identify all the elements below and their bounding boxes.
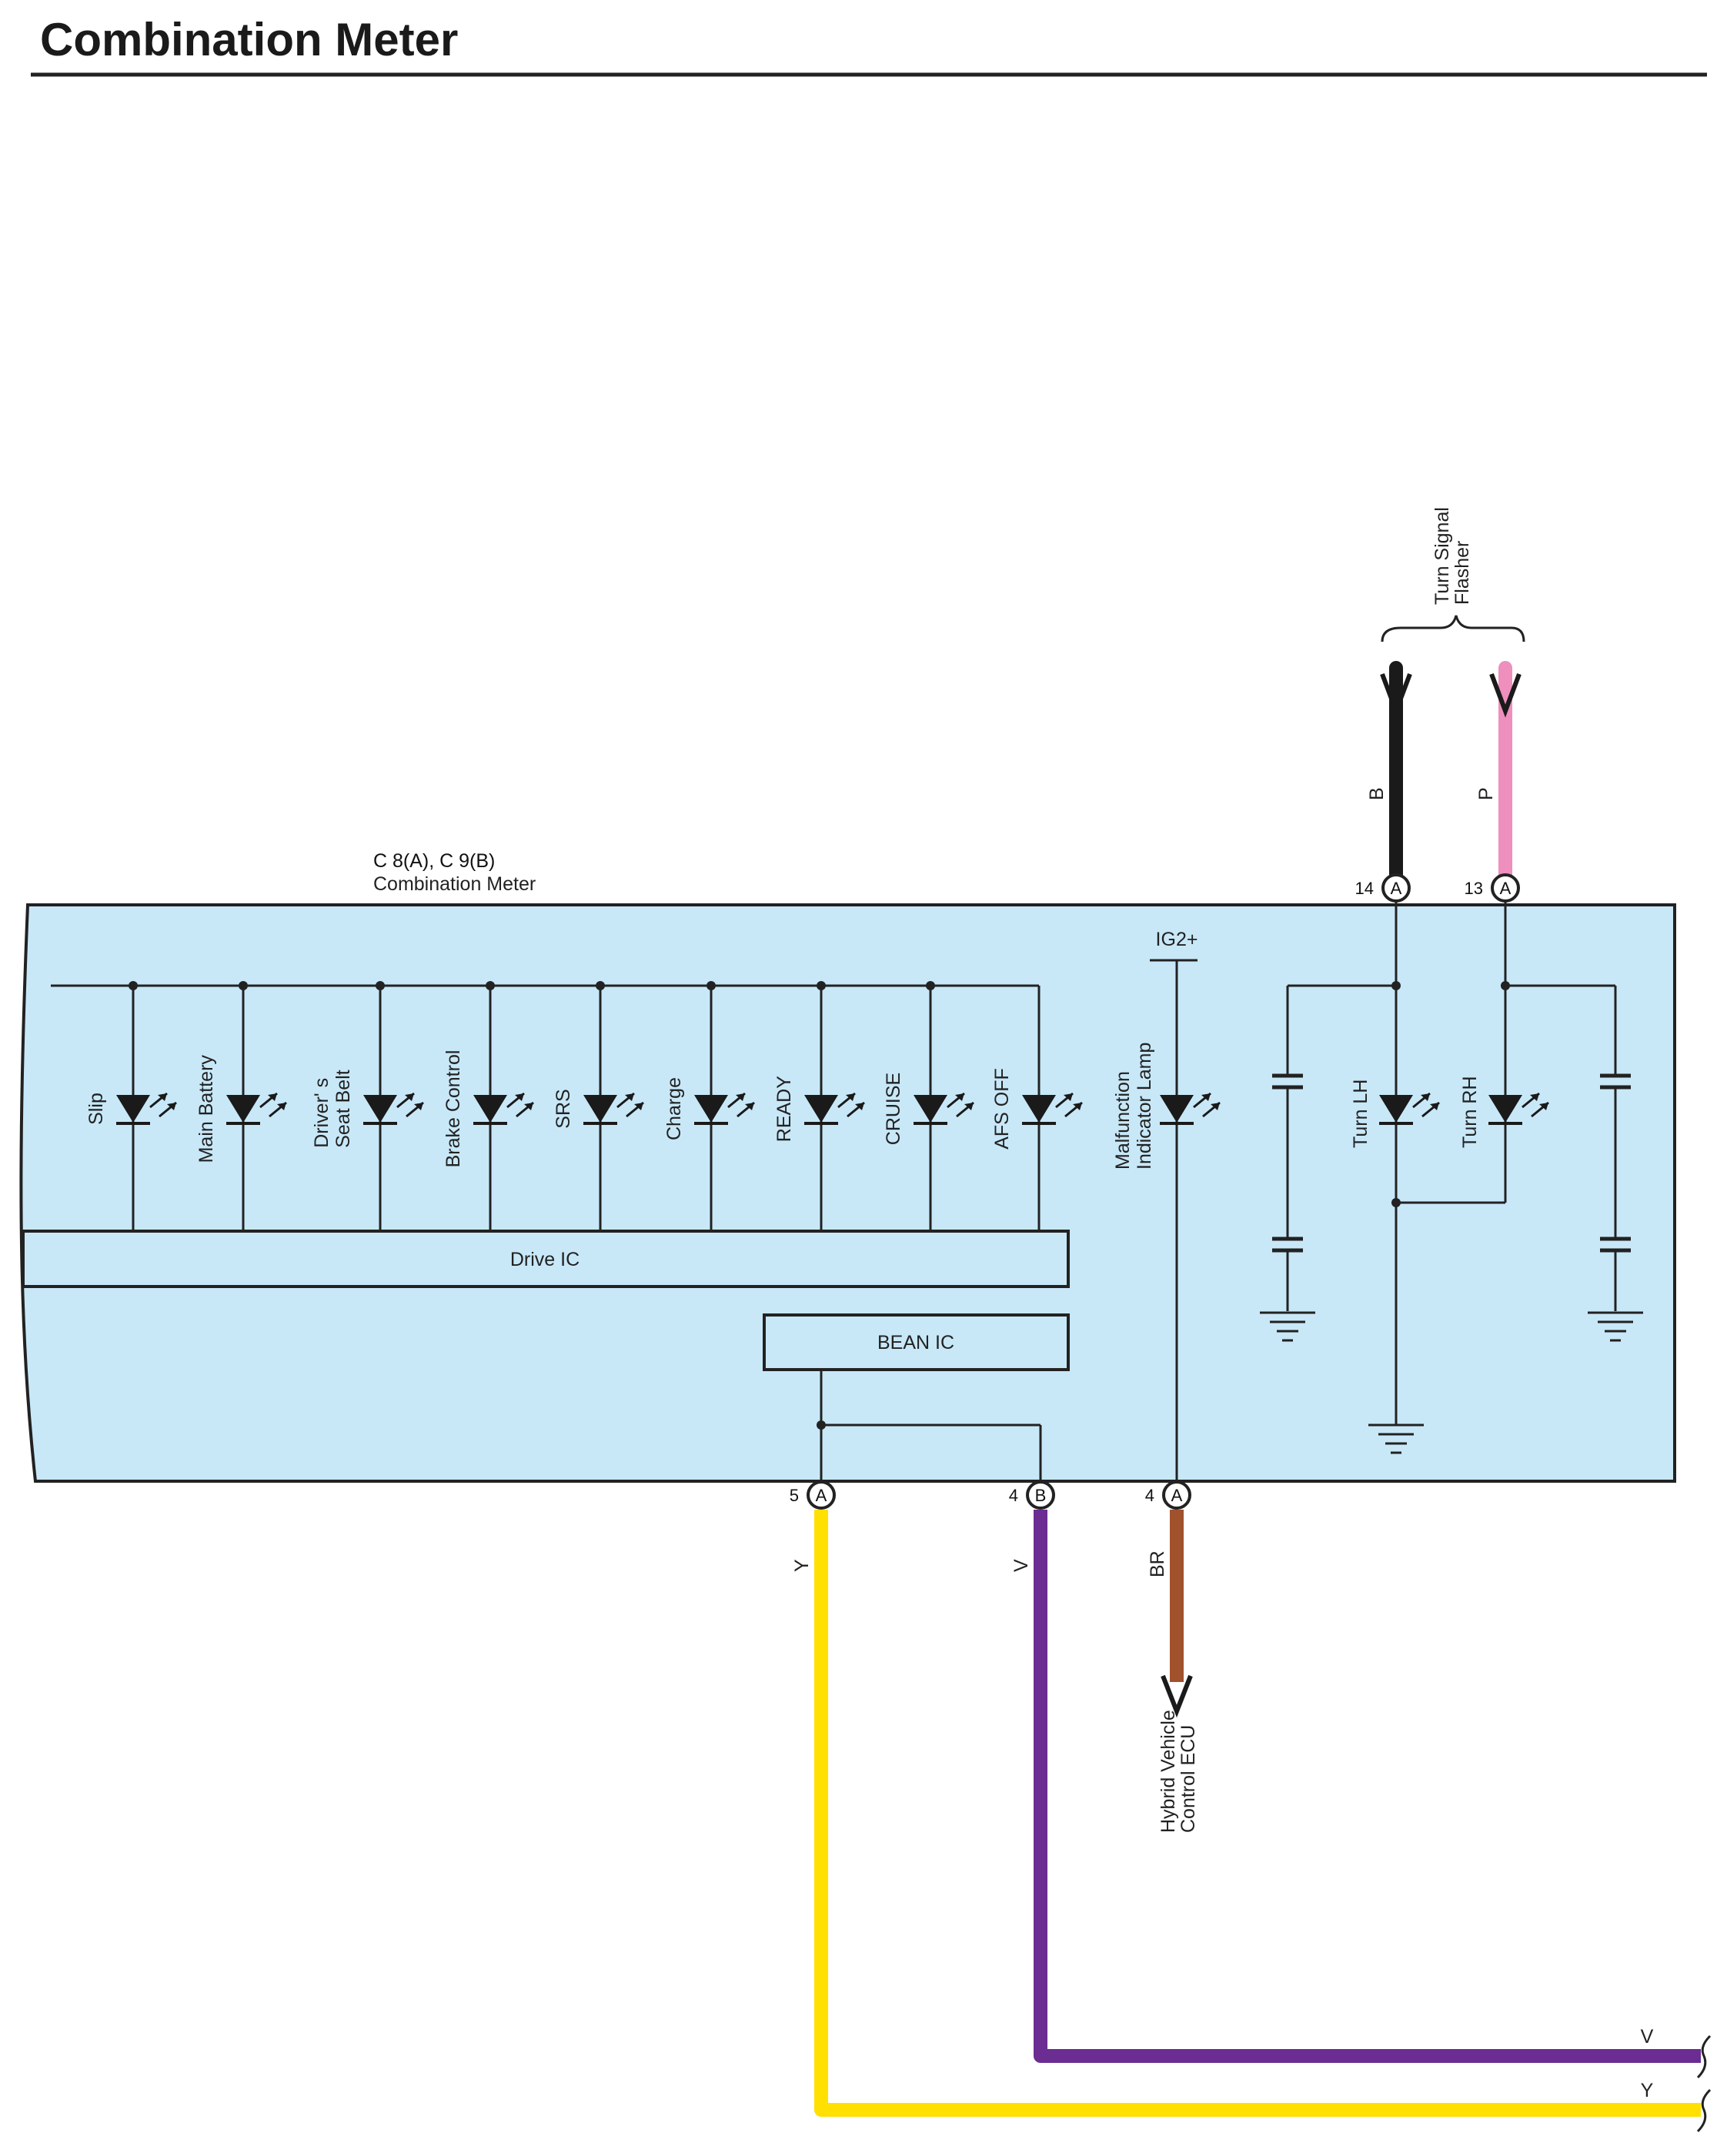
wire-v-label: V xyxy=(1010,1559,1032,1572)
svg-text:A: A xyxy=(1391,879,1402,898)
ecu-label-line2: Control ECU xyxy=(1178,1725,1199,1833)
wire-y-label: Y xyxy=(791,1559,813,1572)
lamp-label: READY xyxy=(773,1076,795,1142)
pin-5-a: A 5 xyxy=(790,1480,836,1510)
led-icon xyxy=(116,1092,177,1125)
lamp-label: Main Battery xyxy=(195,1055,217,1163)
led-icon xyxy=(1160,1092,1221,1125)
lamp-label: CRUISE xyxy=(883,1073,904,1145)
svg-text:14: 14 xyxy=(1355,879,1374,898)
led-icon xyxy=(1379,1092,1440,1125)
wire-br-label: BR xyxy=(1147,1550,1168,1577)
rh-junction-dot xyxy=(1501,981,1510,990)
lh-junction-dot xyxy=(1391,981,1401,990)
ig2-label: IG2+ xyxy=(1156,929,1198,950)
led-icon xyxy=(804,1092,865,1125)
wire-v-purple xyxy=(1034,1510,1701,2063)
led-icon xyxy=(694,1092,755,1125)
lamp-label: Brake Control xyxy=(443,1050,464,1168)
flasher-brace xyxy=(1381,615,1525,642)
flasher-label-line1: Turn Signal xyxy=(1431,507,1453,605)
svg-text:5: 5 xyxy=(790,1486,799,1505)
continuation-y-label: Y xyxy=(1641,2080,1654,2101)
ecu-label-line1: Hybrid Vehicle xyxy=(1157,1710,1179,1833)
led-icon xyxy=(363,1092,424,1125)
continuation-v-label: V xyxy=(1641,2026,1654,2048)
lamp-label: SRS xyxy=(553,1089,574,1128)
wire-b-arrow-icon xyxy=(1380,672,1412,718)
svg-text:A: A xyxy=(1500,879,1512,898)
svg-text:13: 13 xyxy=(1465,879,1483,898)
connector-code: C 8(A), C 9(B) xyxy=(373,850,495,872)
ground-icon xyxy=(1260,1311,1315,1342)
wire-p-arrow-icon xyxy=(1489,672,1522,718)
indicator-lamp-array: Slip Main Battery Driver' sSeat Belt Brake … xyxy=(85,981,1083,1231)
led-icon xyxy=(914,1092,974,1125)
break-mark-v-icon xyxy=(1696,2034,1712,2079)
wire-br-arrow-icon xyxy=(1161,1674,1193,1718)
wire-b-label: B xyxy=(1366,787,1388,800)
wire-y-yellow xyxy=(814,1510,1701,2117)
bus-junction-dot xyxy=(486,981,495,990)
turn-common-dot xyxy=(1391,1198,1401,1207)
lamp-label: AFS OFF xyxy=(991,1068,1013,1150)
svg-text:A: A xyxy=(816,1486,827,1505)
flasher-label-line2: Flasher xyxy=(1451,541,1473,605)
bus-junction-dot xyxy=(596,981,605,990)
bus-junction-dot xyxy=(239,981,248,990)
page-title: Combination Meter xyxy=(40,14,458,65)
lamp-label: Charge xyxy=(663,1077,685,1140)
bean-ic-block xyxy=(763,1313,1070,1371)
svg-text:B: B xyxy=(1035,1486,1047,1505)
break-mark-y-icon xyxy=(1696,2088,1712,2133)
mil-label-line1: Malfunction xyxy=(1112,1071,1134,1170)
bus-junction-dot xyxy=(706,981,716,990)
turn-lamp-section: Turn LH Turn RH xyxy=(1260,900,1643,1454)
pin-13-a: A 13 xyxy=(1465,873,1520,903)
drive-ic-label: Drive IC xyxy=(510,1249,580,1270)
pin-4-b: B 4 xyxy=(1009,1480,1055,1510)
pin-4-a: A 4 xyxy=(1145,1480,1191,1510)
wire-p-label: P xyxy=(1475,787,1497,800)
bus-junction-dot xyxy=(817,981,826,990)
mil-label: Malfunction Indicator Lamp xyxy=(1112,1043,1155,1170)
combination-meter-body xyxy=(19,903,1676,1483)
ecu-label: Hybrid Vehicle Control ECU xyxy=(1157,1704,1199,1833)
svg-text:4: 4 xyxy=(1145,1486,1154,1505)
drive-ic-block xyxy=(22,1230,1070,1288)
svg-text:A: A xyxy=(1171,1486,1183,1505)
flasher-label: Turn Signal Flasher xyxy=(1431,502,1473,605)
led-icon xyxy=(226,1092,287,1125)
led-icon xyxy=(1022,1092,1083,1125)
ground-icon xyxy=(1368,1423,1424,1454)
ground-icon xyxy=(1588,1311,1643,1342)
bus-junction-dot xyxy=(129,981,138,990)
bean-ic-label: BEAN IC xyxy=(877,1332,954,1353)
led-icon xyxy=(473,1092,534,1125)
bean-junction-dot xyxy=(817,1420,826,1430)
lamp-label: Driver' sSeat Belt xyxy=(311,1070,354,1148)
pin-14-a: A 14 xyxy=(1355,873,1411,903)
svg-text:4: 4 xyxy=(1009,1486,1018,1505)
mil-led-icon xyxy=(1160,1092,1221,1125)
connector-name: Combination Meter xyxy=(373,873,536,895)
bus-junction-dot xyxy=(926,981,935,990)
turn-rh-label: Turn RH xyxy=(1459,1076,1481,1148)
lamp-label: Slip xyxy=(85,1093,107,1125)
mil-label-line2: Indicator Lamp xyxy=(1134,1043,1155,1170)
led-icon xyxy=(583,1092,644,1125)
turn-lh-label: Turn LH xyxy=(1350,1080,1371,1148)
bus-junction-dot xyxy=(376,981,385,990)
led-icon xyxy=(1488,1092,1549,1125)
